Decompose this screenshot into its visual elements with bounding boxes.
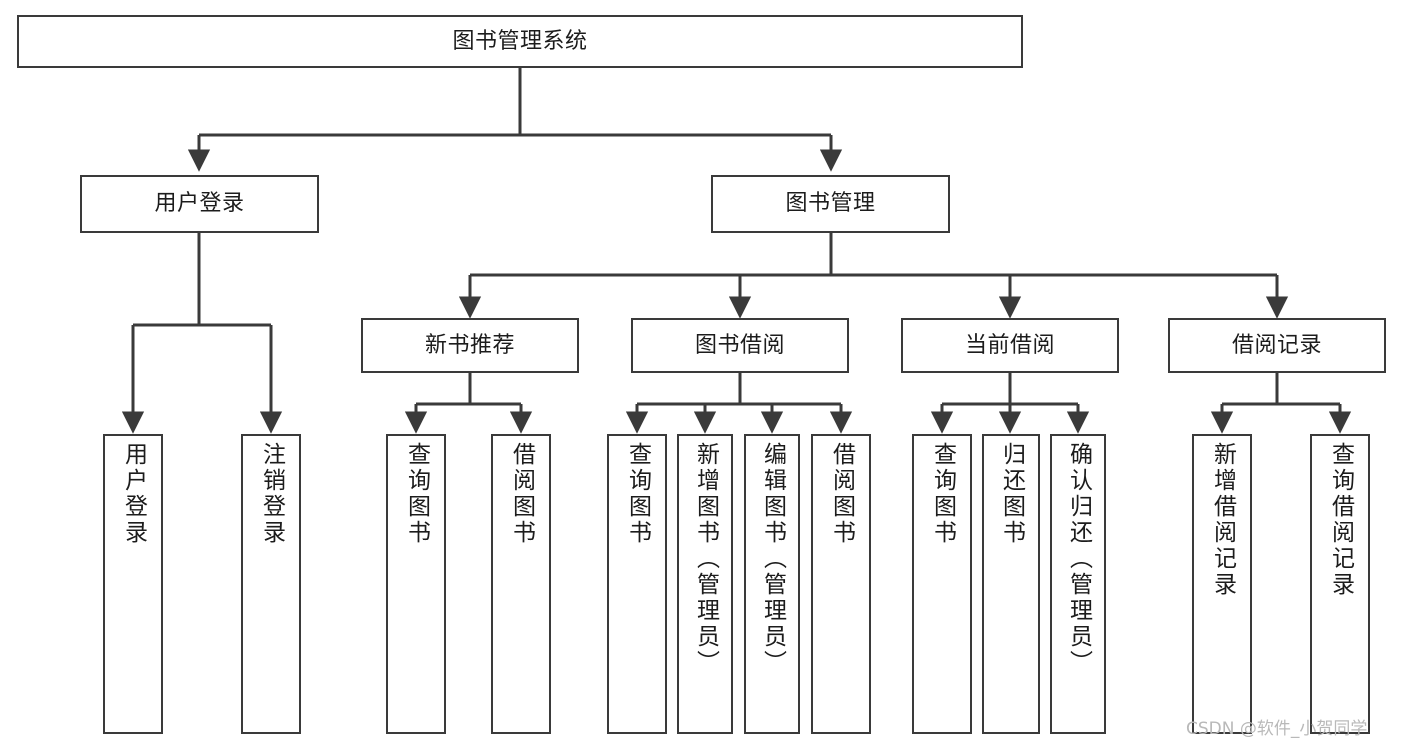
node-leaf-borrow-book-1[interactable]: 借阅图书 xyxy=(491,434,551,734)
node-leaf-borrow-book-2[interactable]: 借阅图书 xyxy=(811,434,871,734)
node-leaf-query-book-1-label: 查询图书 xyxy=(403,442,430,546)
csdn-watermark: CSDN @软件_小贺同学 xyxy=(1186,719,1368,739)
node-leaf-logout[interactable]: 注销登录 xyxy=(241,434,301,734)
node-leaf-user-login-label: 用户登录 xyxy=(120,442,147,546)
node-leaf-add-record[interactable]: 新增借阅记录 xyxy=(1192,434,1252,734)
node-root[interactable]: 图书管理系统 xyxy=(17,15,1023,68)
node-root-label: 图书管理系统 xyxy=(452,28,588,54)
node-leaf-edit-book-label: 编辑图书（管理员） xyxy=(759,442,786,676)
node-current-borrow[interactable]: 当前借阅 xyxy=(901,318,1119,373)
node-current-borrow-label: 当前借阅 xyxy=(964,332,1055,358)
node-user-login[interactable]: 用户登录 xyxy=(80,175,319,233)
node-new-book-recommend-label: 新书推荐 xyxy=(424,332,515,358)
node-leaf-user-login[interactable]: 用户登录 xyxy=(103,434,163,734)
node-leaf-add-book[interactable]: 新增图书（管理员） xyxy=(677,434,733,734)
node-leaf-add-record-label: 新增借阅记录 xyxy=(1209,442,1236,598)
node-leaf-borrow-book-2-label: 借阅图书 xyxy=(828,442,855,546)
node-leaf-query-record-label: 查询借阅记录 xyxy=(1327,442,1354,598)
node-book-mgmt-label: 图书管理 xyxy=(785,191,876,217)
node-leaf-borrow-book-1-label: 借阅图书 xyxy=(508,442,535,546)
node-leaf-logout-label: 注销登录 xyxy=(258,442,285,546)
node-book-borrow[interactable]: 图书借阅 xyxy=(631,318,849,373)
node-user-login-label: 用户登录 xyxy=(154,191,245,217)
node-leaf-query-book-2-label: 查询图书 xyxy=(624,442,651,546)
node-book-mgmt[interactable]: 图书管理 xyxy=(711,175,950,233)
node-leaf-return-book-label: 归还图书 xyxy=(998,442,1025,546)
node-leaf-return-book[interactable]: 归还图书 xyxy=(982,434,1040,734)
node-leaf-query-book-3[interactable]: 查询图书 xyxy=(912,434,972,734)
node-borrow-record[interactable]: 借阅记录 xyxy=(1168,318,1386,373)
node-leaf-edit-book[interactable]: 编辑图书（管理员） xyxy=(744,434,800,734)
node-book-borrow-label: 图书借阅 xyxy=(694,332,785,358)
node-new-book-recommend[interactable]: 新书推荐 xyxy=(361,318,579,373)
node-leaf-query-book-3-label: 查询图书 xyxy=(929,442,956,546)
node-leaf-query-book-2[interactable]: 查询图书 xyxy=(607,434,667,734)
node-leaf-query-book-1[interactable]: 查询图书 xyxy=(386,434,446,734)
node-leaf-confirm-return[interactable]: 确认归还（管理员） xyxy=(1050,434,1106,734)
node-leaf-query-record[interactable]: 查询借阅记录 xyxy=(1310,434,1370,734)
node-leaf-add-book-label: 新增图书（管理员） xyxy=(692,442,719,676)
node-leaf-confirm-return-label: 确认归还（管理员） xyxy=(1065,442,1092,676)
node-borrow-record-label: 借阅记录 xyxy=(1231,332,1322,358)
